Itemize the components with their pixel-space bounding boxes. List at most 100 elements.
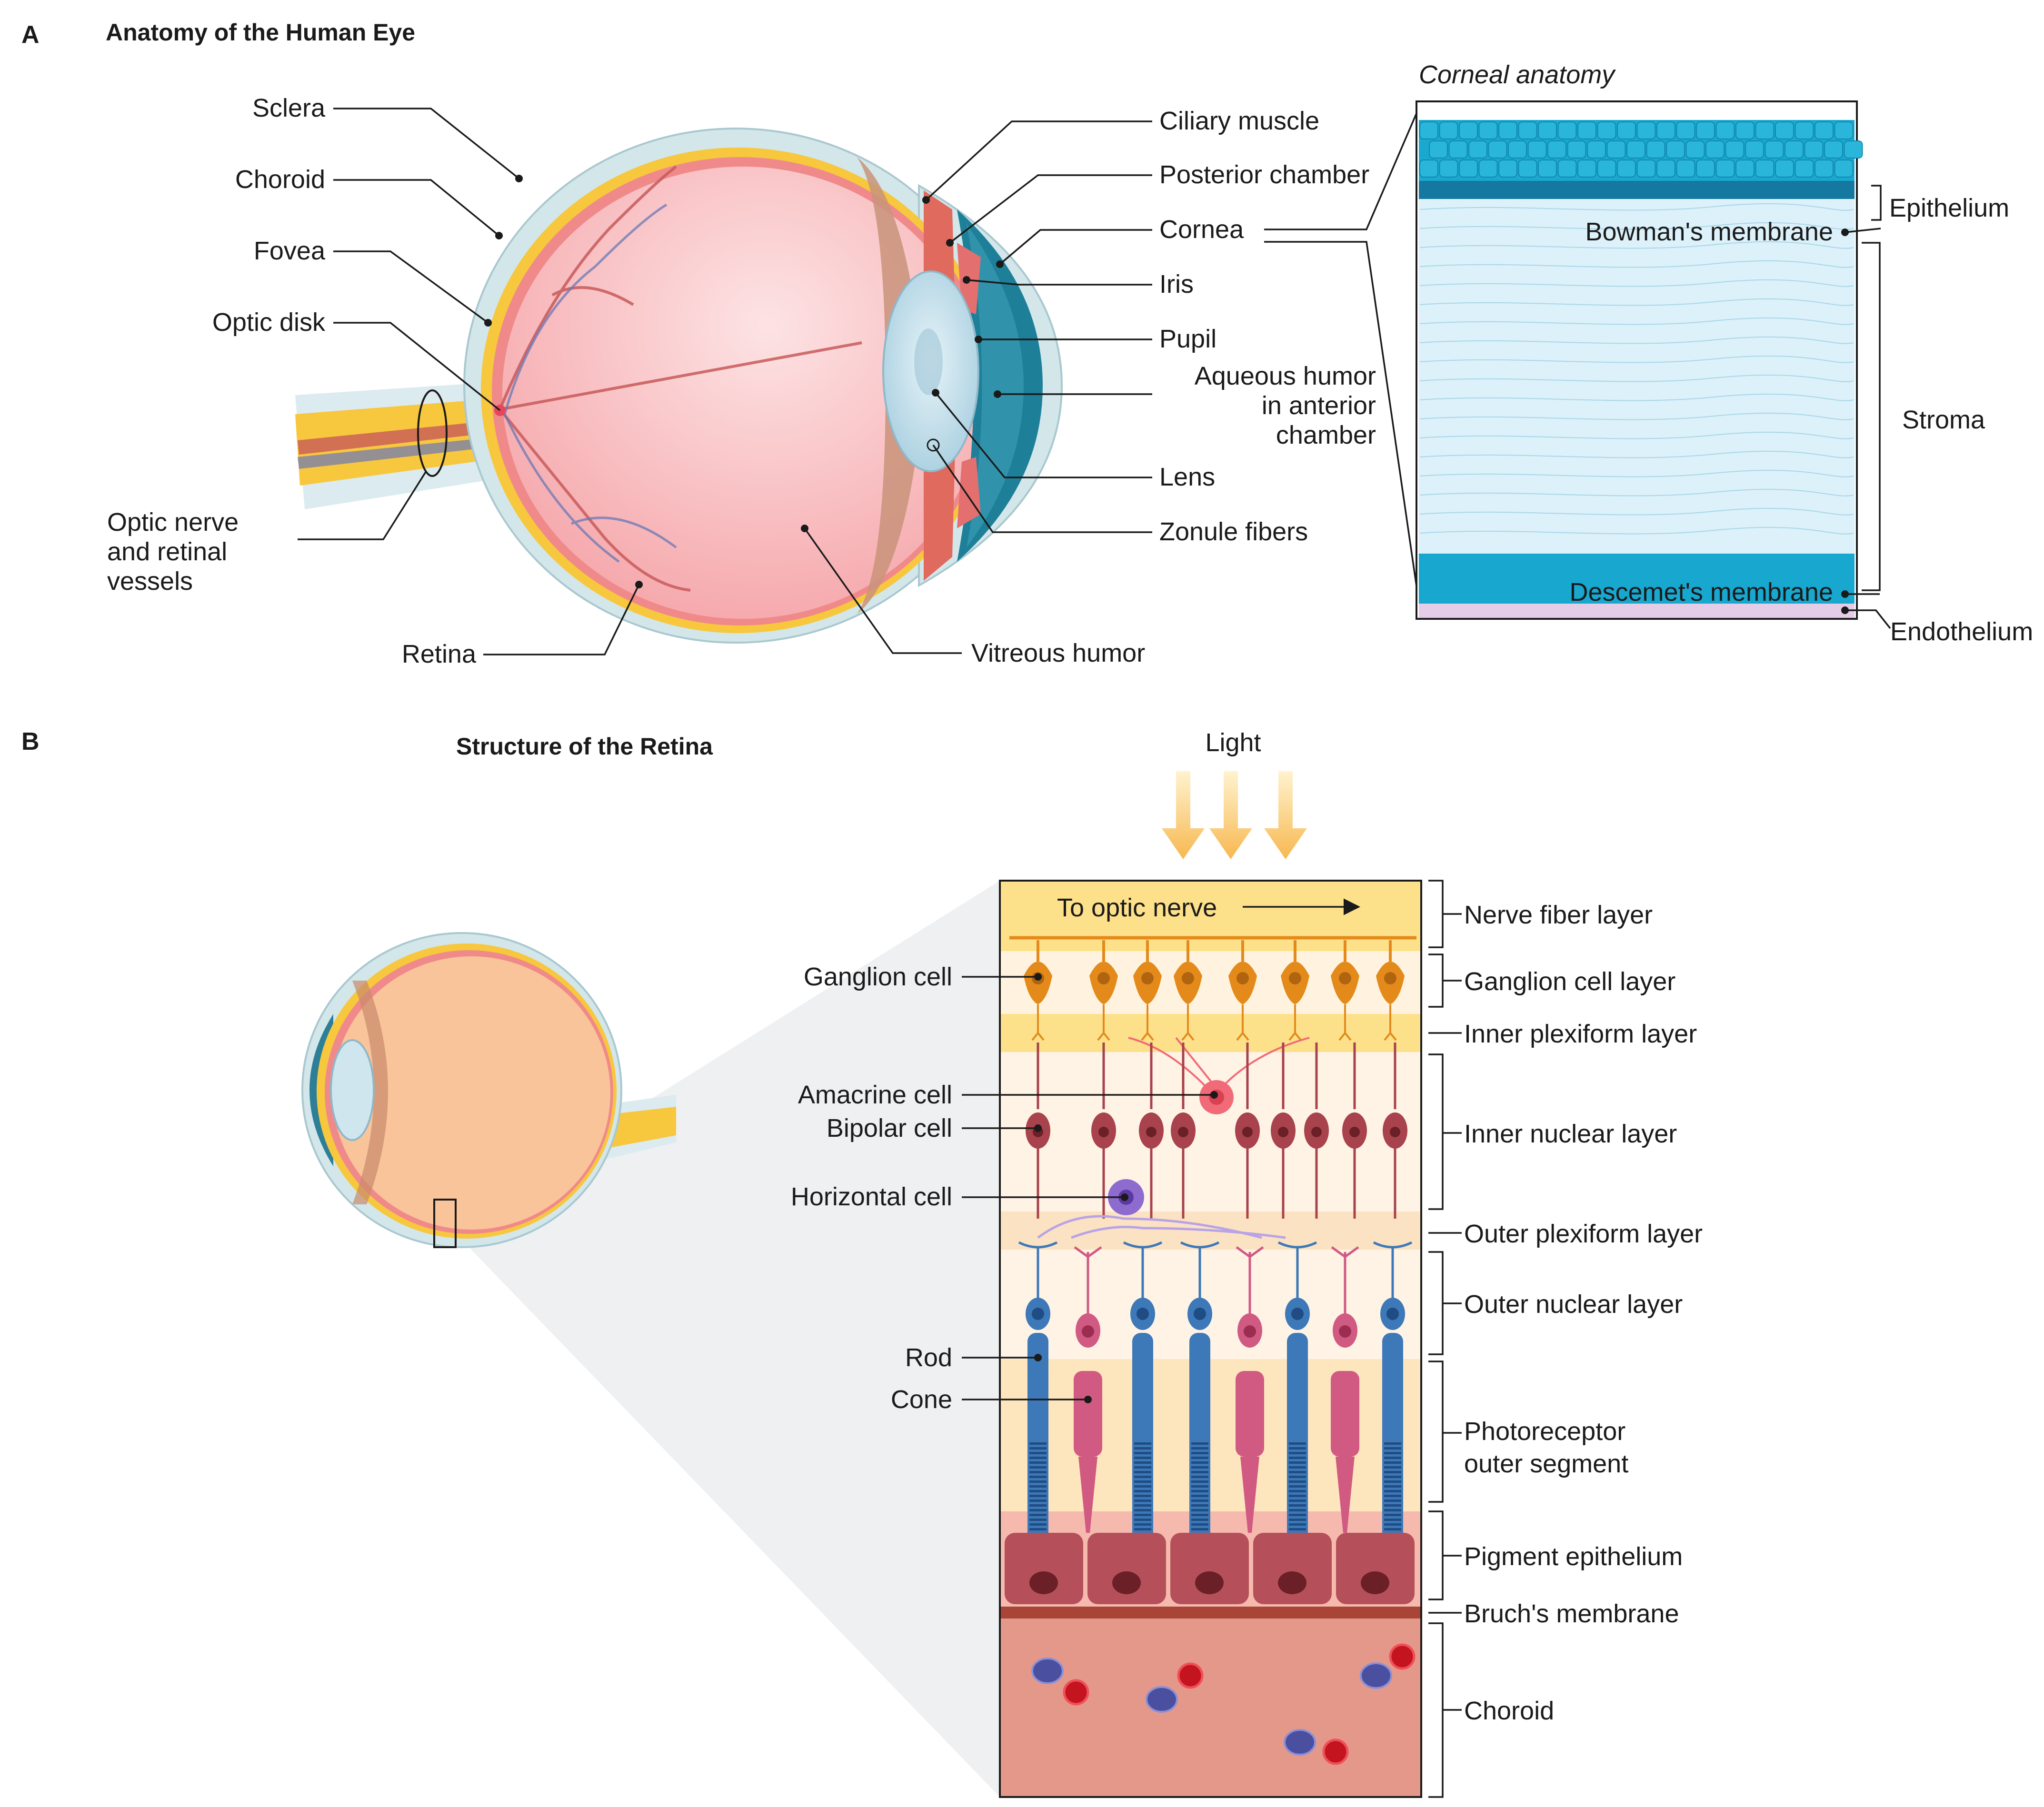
eyeball-cross-section	[295, 128, 1063, 644]
rod-synapse	[1180, 1241, 1220, 1302]
lens-nucleus	[914, 328, 943, 395]
stroma-fiber	[1419, 260, 1854, 268]
rod-disc	[1134, 1471, 1151, 1473]
epithelial-cell	[1518, 159, 1537, 178]
label-sclera: Sclera	[252, 94, 326, 122]
rod-disc	[1191, 1528, 1208, 1530]
cone-cell	[1236, 1371, 1264, 1457]
rod-disc	[1384, 1452, 1401, 1454]
rod-disc	[1029, 1519, 1047, 1521]
rod-disc	[1384, 1480, 1401, 1483]
stroma-fiber	[1419, 222, 1854, 230]
rod-disc	[1384, 1442, 1401, 1445]
rod-disc	[1029, 1480, 1047, 1483]
label-outer-plexiform: Outer plexiform layer	[1464, 1220, 1703, 1248]
small-eye	[301, 932, 676, 1248]
rod-disc	[1134, 1523, 1151, 1526]
panel-a-letter: A	[21, 21, 40, 49]
rod-disc	[1384, 1471, 1401, 1473]
epithelial-cell	[1538, 121, 1557, 139]
epithelial-cell	[1439, 159, 1458, 178]
stroma-fiber	[1419, 450, 1854, 458]
stroma-fiber	[1419, 298, 1854, 306]
rod-disc	[1134, 1495, 1151, 1497]
epithelial-cell	[1439, 121, 1458, 139]
bowmans-membrane-band	[1419, 181, 1855, 199]
epithelial-cell	[1518, 121, 1537, 139]
retinal-veins	[503, 203, 677, 563]
pigment-epithelial-cell	[1005, 1533, 1083, 1604]
blood-cell-red	[1177, 1662, 1204, 1689]
epithelial-cell	[1538, 159, 1557, 178]
epithelial-cell	[1815, 159, 1834, 178]
rod-disc	[1134, 1480, 1151, 1483]
rod-disc	[1289, 1499, 1306, 1502]
label-light: Light	[1205, 728, 1261, 757]
epithelial-cell	[1676, 121, 1695, 139]
rod-disc	[1289, 1509, 1306, 1511]
label-choroid: Choroid	[235, 165, 325, 194]
epithelial-cell	[1557, 121, 1577, 139]
rod-disc	[1289, 1504, 1306, 1507]
ganglion-dendrite	[1031, 1004, 1045, 1041]
iris-lower	[957, 457, 981, 528]
rod-disc	[1384, 1499, 1401, 1502]
epithelial-cell	[1597, 121, 1616, 139]
rod-disc	[1289, 1452, 1306, 1454]
bipolar-nucleus	[1098, 1127, 1109, 1137]
zoom-box	[433, 1199, 457, 1248]
epithelial-cell	[1656, 159, 1675, 178]
label-optic-nerve-1: Optic nerve	[107, 508, 239, 536]
ganglion-nucleus	[1384, 972, 1396, 984]
rod-disc	[1029, 1499, 1047, 1502]
rod-disc	[1134, 1476, 1151, 1478]
stroma-fibers	[1419, 203, 1854, 535]
ganglion-dendrite	[1141, 1004, 1154, 1041]
bipolar-nucleus	[1178, 1127, 1188, 1137]
bipolar-nucleus	[1349, 1127, 1360, 1137]
rod-disc	[1289, 1495, 1306, 1497]
panel-a-right-labels: Ciliary muscle Posterior chamber Cornea …	[922, 107, 1376, 546]
blood-cell-blue	[1284, 1729, 1316, 1756]
stroma-fiber	[1419, 355, 1854, 363]
bruchs-membrane-band	[1000, 1607, 1421, 1618]
epithelial-cell	[1725, 140, 1745, 159]
rod-disc	[1191, 1519, 1208, 1521]
epithelial-cell	[1775, 121, 1794, 139]
cone-cell	[1331, 1371, 1359, 1457]
rod-disc	[1384, 1519, 1401, 1521]
epithelial-cell	[1815, 121, 1834, 139]
rod-disc	[1384, 1495, 1401, 1497]
pigment-epithelial-cell	[1170, 1533, 1249, 1604]
rod-disc	[1289, 1457, 1306, 1459]
horizontal-processes	[1037, 1215, 1286, 1239]
ganglion-dendrite	[1236, 1004, 1249, 1041]
rod-disc	[1029, 1452, 1047, 1454]
rod-disc	[1029, 1466, 1047, 1469]
pigment-cell-nucleus	[1029, 1571, 1058, 1594]
rod-disc	[1289, 1528, 1306, 1530]
bipolar-nucleus	[1278, 1127, 1288, 1137]
rod-disc	[1191, 1485, 1208, 1488]
rod-disc	[1191, 1523, 1208, 1526]
stroma-fiber	[1419, 241, 1854, 249]
light-arrows	[1162, 771, 1307, 859]
epithelial-cell	[1696, 121, 1715, 139]
stroma-fiber	[1419, 507, 1854, 516]
epithelial-cell	[1527, 140, 1547, 159]
ganglion-nucleus	[1141, 972, 1154, 984]
rod-disc	[1134, 1504, 1151, 1507]
label-photoreceptor-1: Photoreceptor	[1464, 1417, 1625, 1446]
rod-disc	[1191, 1461, 1208, 1464]
epithelial-cell	[1597, 159, 1616, 178]
blood-cell-blue	[1146, 1686, 1178, 1713]
rod-disc	[1134, 1457, 1151, 1459]
rod-disc	[1029, 1471, 1047, 1473]
rod-synapse	[1123, 1241, 1163, 1302]
panel-b-letter: B	[21, 728, 40, 755]
cone-synapse	[1074, 1246, 1102, 1314]
panel-b-layer-labels: Nerve fiber layer Ganglion cell layer In…	[1428, 880, 1703, 1798]
pigment-cell-nucleus	[1195, 1571, 1224, 1594]
rod-disc	[1191, 1490, 1208, 1492]
inner-plexiform-layer-band	[1000, 1014, 1421, 1052]
